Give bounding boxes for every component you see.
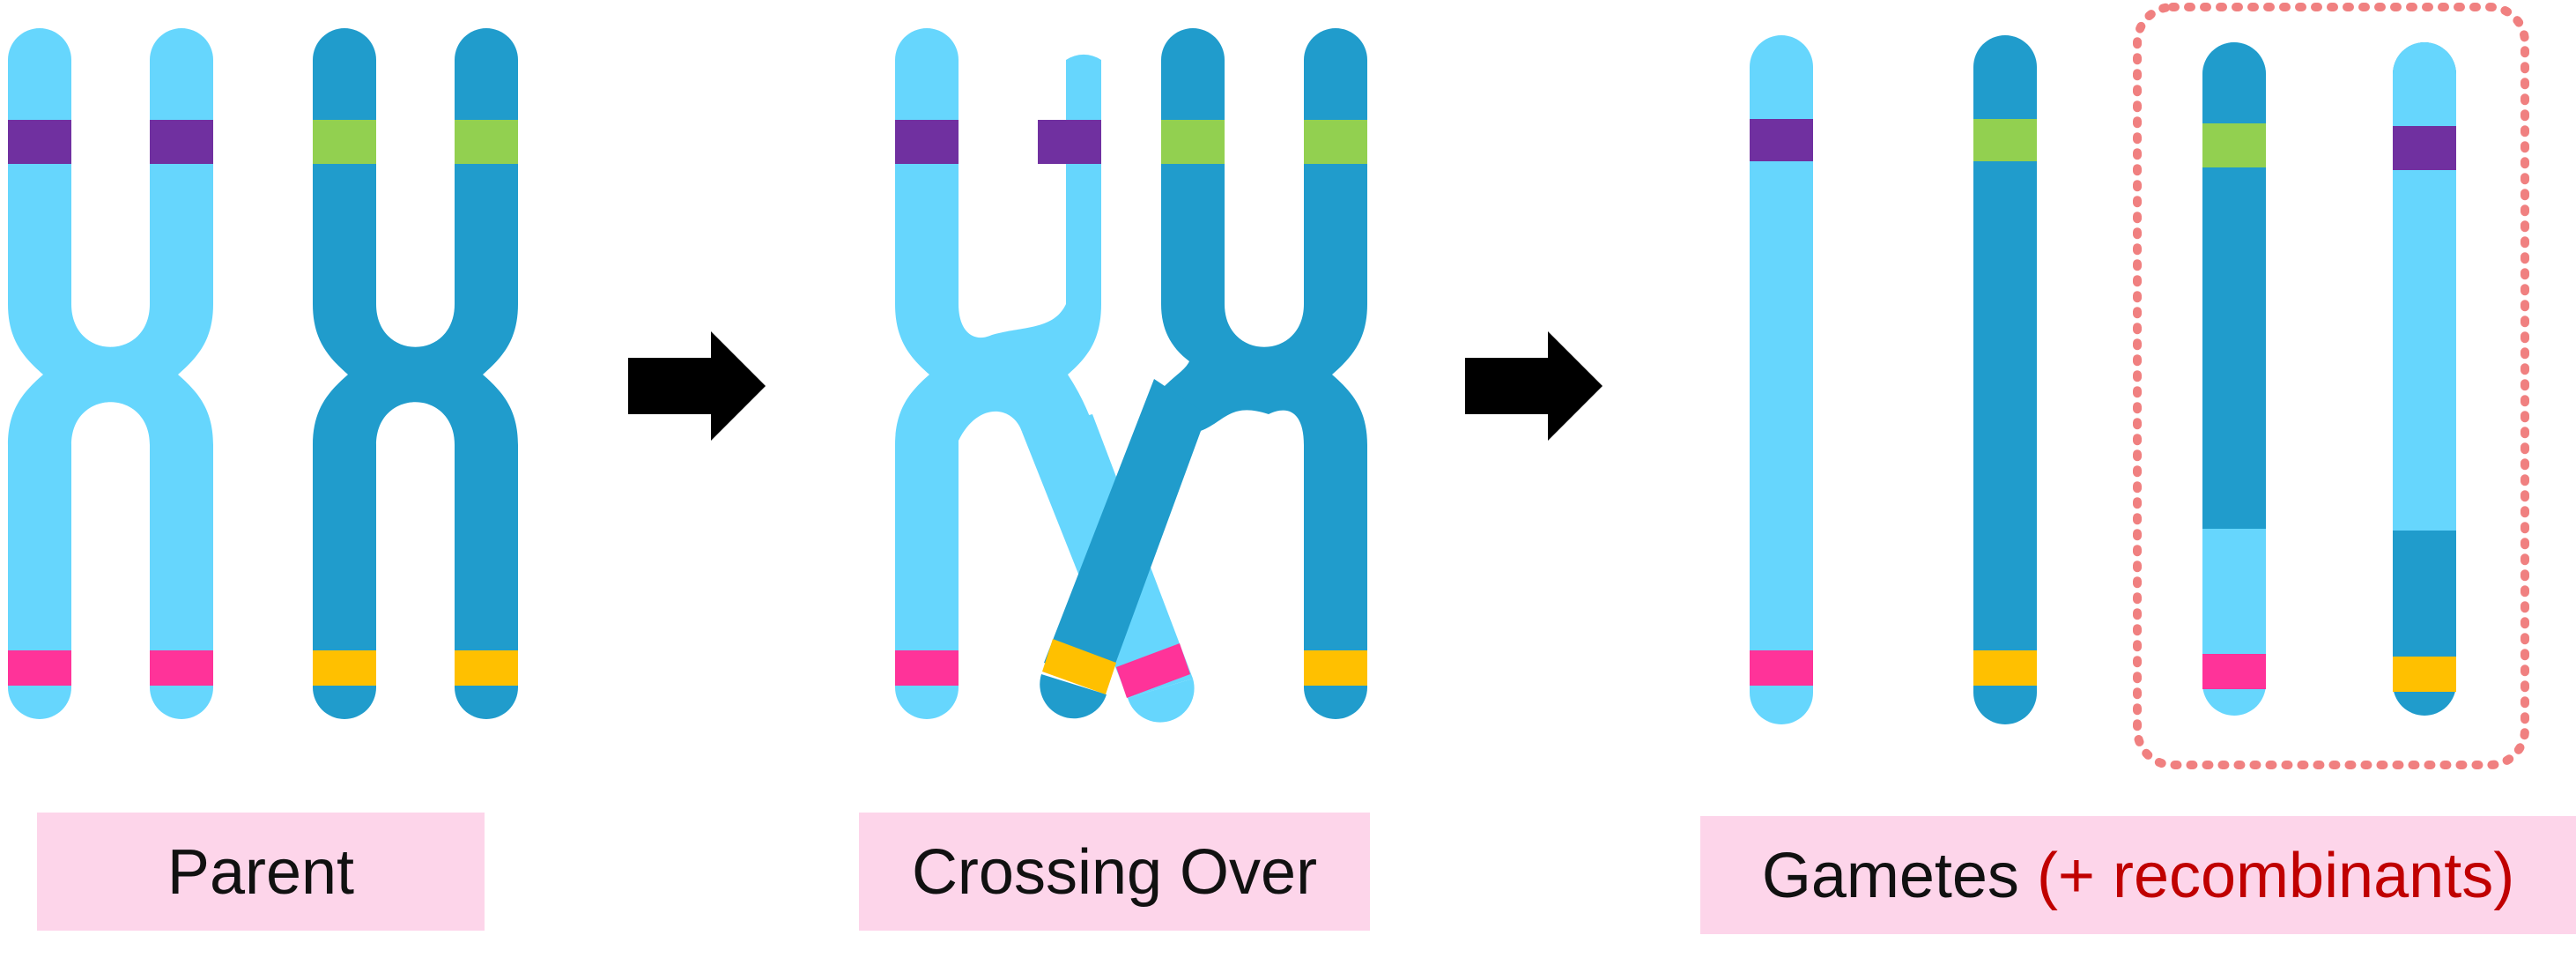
crossing-over-label-text: Crossing Over: [912, 837, 1317, 908]
parent-label-box: [37, 813, 485, 931]
crossing-over-label-box: [859, 813, 1370, 931]
light-chromatid: [1750, 35, 1813, 724]
dark-chromosome-body: [313, 28, 518, 719]
right-arrow-icon: [628, 331, 766, 441]
pink-band: [895, 650, 959, 686]
gametes-space: [2019, 841, 2037, 911]
green-band: [1973, 119, 2037, 161]
yellow-band: [1304, 650, 1367, 686]
recombinant-chromatid-dark-top: [2202, 42, 2266, 716]
pink-band: [2202, 654, 2266, 689]
parent-label: Parent: [37, 813, 485, 931]
crossing-dark-chromosome: [1040, 28, 1367, 719]
yellow-band: [2393, 657, 2456, 692]
dark-right-arm: [1161, 28, 1367, 719]
light-segment: [2393, 42, 2456, 531]
pink-band: [1116, 643, 1190, 698]
green-band: [1161, 120, 1225, 164]
green-band: [2202, 123, 2266, 167]
pink-band: [8, 650, 213, 686]
right-arrow-icon: [1465, 331, 1603, 441]
light-chromosome-body: [8, 28, 213, 719]
light-left-arm: [895, 28, 1101, 719]
purple-band: [1038, 120, 1101, 164]
purple-band: [1750, 119, 1813, 161]
yellow-band: [1042, 639, 1116, 694]
crossing-light-chromosome: [895, 28, 1195, 723]
purple-band: [8, 120, 213, 164]
green-band: [313, 120, 518, 164]
parent-light-chromosome: [8, 28, 213, 719]
recombinants-highlight-box: [2133, 3, 2529, 769]
crossing-over-label: Crossing Over: [859, 813, 1370, 931]
gametes-label-box: [1700, 816, 2576, 934]
gametes-label: Gametes (+ recombinants): [1700, 816, 2576, 934]
recombinant-chromatid-light-top: [2393, 42, 2456, 716]
gamete-dark-chromatid: [1973, 35, 2037, 724]
gamete-light-chromatid: [1750, 35, 1813, 724]
purple-band: [895, 120, 959, 164]
yellow-band: [313, 650, 518, 686]
green-band: [1304, 120, 1367, 164]
yellow-band: [1973, 650, 2037, 686]
pink-band: [1750, 650, 1813, 686]
parent-dark-chromosome: [313, 28, 518, 719]
dark-crossed-tip: [1040, 674, 1107, 719]
purple-band: [2393, 126, 2456, 170]
dark-segment: [2202, 42, 2266, 529]
dark-chromatid: [1973, 35, 2037, 724]
parent-label-text: Parent: [167, 837, 354, 908]
dark-crossed-arm: [1044, 379, 1207, 683]
light-crossed-tip: [1128, 679, 1195, 723]
gametes-word: Gametes: [1762, 841, 2019, 911]
gametes-label-text: Gametes (+ recombinants): [1762, 841, 2514, 911]
recombinants-note: (+ recombinants): [2037, 841, 2514, 911]
